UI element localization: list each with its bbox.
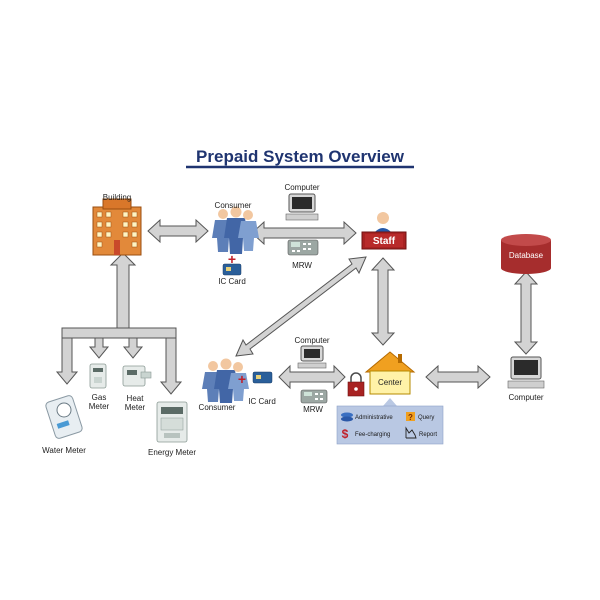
function-administrative: Administrative bbox=[355, 415, 393, 421]
function-query: Query bbox=[418, 415, 434, 421]
mrw-icon-top bbox=[287, 239, 319, 256]
consumer-icon-bottom bbox=[202, 358, 249, 403]
ic-card-bottom-label: IC Card bbox=[248, 397, 276, 406]
ic-card-icon-bottom bbox=[252, 371, 273, 384]
energy-meter-icon bbox=[156, 401, 188, 443]
plus-icon-top: + bbox=[228, 251, 236, 267]
administrative-icon bbox=[341, 412, 353, 422]
plus-icon-bottom: + bbox=[238, 371, 246, 387]
building-icon bbox=[92, 198, 142, 256]
arrow-consumer-computer-top bbox=[251, 220, 357, 246]
staff-person-icon bbox=[374, 212, 392, 233]
computer-icon-right bbox=[507, 356, 545, 389]
arrow-building-consumer bbox=[147, 218, 209, 244]
staff-label: Staff bbox=[373, 236, 396, 247]
database-label: Database bbox=[509, 251, 544, 260]
center-label: Center bbox=[378, 378, 402, 387]
center-house-icon bbox=[364, 351, 416, 395]
water-meter-label: Water Meter bbox=[42, 446, 86, 455]
arrow-to-water-meter bbox=[55, 337, 79, 385]
lock-icon bbox=[347, 372, 365, 397]
gas-meter-icon bbox=[89, 363, 107, 389]
building-label: Building bbox=[103, 193, 131, 202]
arrow-to-heat-meter bbox=[122, 337, 144, 359]
arrow-staff-center bbox=[370, 257, 396, 346]
arrow-center-computer bbox=[425, 364, 491, 390]
heat-meter-icon bbox=[122, 365, 152, 387]
arrow-building-down bbox=[109, 252, 137, 329]
gas-meter-label-line1: Gas bbox=[92, 393, 107, 402]
arrow-to-gas-meter bbox=[88, 337, 110, 359]
function-panel bbox=[336, 398, 444, 445]
gas-meter-label-line2: Meter bbox=[89, 402, 110, 411]
arrow-computer-database bbox=[513, 271, 539, 355]
ic-card-icon-top bbox=[222, 263, 242, 276]
computer-icon-top bbox=[285, 193, 319, 221]
staff-box bbox=[361, 231, 407, 250]
mrw-bottom-label: MRW bbox=[303, 405, 323, 414]
svg-text:?: ? bbox=[408, 413, 413, 422]
report-icon bbox=[405, 426, 417, 439]
diagram-title: Prepaid System Overview bbox=[196, 147, 405, 166]
arrow-staff-consumer-diagonal bbox=[235, 256, 367, 357]
consumer-bottom-label: Consumer bbox=[199, 403, 236, 412]
function-fee-charging: Fee-charging bbox=[355, 432, 390, 438]
mrw-icon-bottom bbox=[300, 389, 328, 404]
consumer-icon-top bbox=[212, 206, 259, 254]
arrow-consumer-computer-bottom bbox=[278, 364, 346, 390]
arrow-to-energy-meter bbox=[159, 337, 183, 395]
function-report: Report bbox=[419, 432, 437, 438]
computer-icon-bottom-mid bbox=[297, 345, 327, 369]
meter-distribution-bar bbox=[61, 327, 177, 339]
computer-top-label: Computer bbox=[284, 183, 319, 192]
mrw-top-label: MRW bbox=[292, 261, 312, 270]
computer-right-label: Computer bbox=[508, 393, 543, 402]
database-icon bbox=[501, 234, 551, 274]
ic-card-top-label: IC Card bbox=[218, 277, 246, 286]
water-meter-icon bbox=[45, 395, 83, 439]
heat-meter-label-line2: Meter bbox=[125, 403, 146, 412]
consumer-top-label: Consumer bbox=[215, 201, 252, 210]
dollar-icon: $ bbox=[342, 427, 349, 441]
computer-bottom-mid-label: Computer bbox=[294, 336, 329, 345]
energy-meter-label: Energy Meter bbox=[148, 448, 196, 457]
query-icon: ? bbox=[406, 412, 415, 422]
heat-meter-label-line1: Heat bbox=[127, 394, 145, 403]
